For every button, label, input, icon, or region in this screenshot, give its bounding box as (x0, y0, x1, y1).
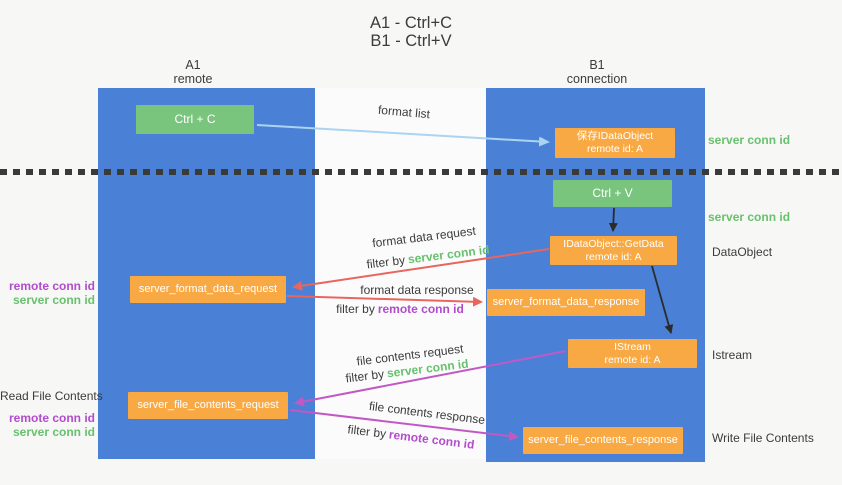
diagram-title: A1 - Ctrl+C B1 - Ctrl+V (311, 14, 511, 50)
write-file-contents-label: Write File Contents (712, 431, 814, 445)
server-file-contents-request-label: server_file_contents_request (137, 399, 279, 411)
ctrl-v-box: Ctrl + V (553, 180, 672, 207)
server-format-data-request-label: server_format_data_request (138, 283, 278, 295)
ctrl-c-box: Ctrl + C (136, 105, 254, 134)
right-server-conn-id-label-1: server conn id (708, 133, 791, 147)
istream-line2: remote id: A (604, 353, 661, 366)
server-file-contents-response-box: server_file_contents_response (523, 427, 683, 454)
istream-line1: IStream (614, 340, 651, 353)
server-format-data-response-box: server_format_data_response (487, 289, 645, 316)
left-remote-conn-id-label-2: remote conn id (8, 411, 95, 425)
save-idataobject-box: 保存IDataObject remote id: A (555, 128, 675, 158)
column-b-id: B1 (589, 58, 605, 72)
session-divider-dotted-line (0, 169, 842, 175)
left-server-conn-id-label-2: server conn id (12, 425, 95, 439)
column-a-subtitle: remote (173, 72, 213, 86)
server-format-data-response-label: server_format_data_response (492, 296, 640, 308)
column-a-id: A1 (185, 58, 201, 72)
server-file-contents-response-label: server_file_contents_response (528, 434, 678, 446)
idataobject-getdata-box: IDataObject::GetData remote id: A (550, 236, 677, 265)
istream-box: IStream remote id: A (568, 339, 697, 368)
title-line-1: A1 - Ctrl+C (369, 14, 453, 32)
column-a-header: A1 remote (138, 58, 248, 86)
save-idataobject-line1: 保存IDataObject (576, 130, 654, 142)
istream-margin-label: Istream (712, 348, 753, 362)
save-idataobject-line2: remote id: A (586, 143, 644, 155)
idataobject-getdata-line1: IDataObject::GetData (563, 237, 664, 250)
column-b-header: B1 connection (542, 58, 652, 86)
remote-conn-id-text: remote conn id (377, 302, 464, 316)
format-data-response-label: format data response (360, 283, 474, 297)
ctrl-v-label: Ctrl + V (592, 186, 633, 200)
filter-by-text: filter by (336, 302, 375, 316)
left-remote-conn-id-label-1: remote conn id (8, 279, 95, 293)
ctrl-c-label: Ctrl + C (174, 112, 216, 126)
idataobject-getdata-line2: remote id: A (585, 250, 642, 263)
right-server-conn-id-label-2: server conn id (708, 210, 791, 224)
column-b-subtitle: connection (566, 72, 628, 86)
server-file-contents-request-box: server_file_contents_request (128, 392, 288, 419)
server-format-data-request-box: server_format_data_request (130, 276, 286, 303)
read-file-contents-label: Read File Contents (0, 389, 103, 403)
dataobject-label: DataObject (712, 245, 773, 259)
title-line-2: B1 - Ctrl+V (370, 32, 452, 50)
left-server-conn-id-label-1: server conn id (12, 293, 95, 307)
